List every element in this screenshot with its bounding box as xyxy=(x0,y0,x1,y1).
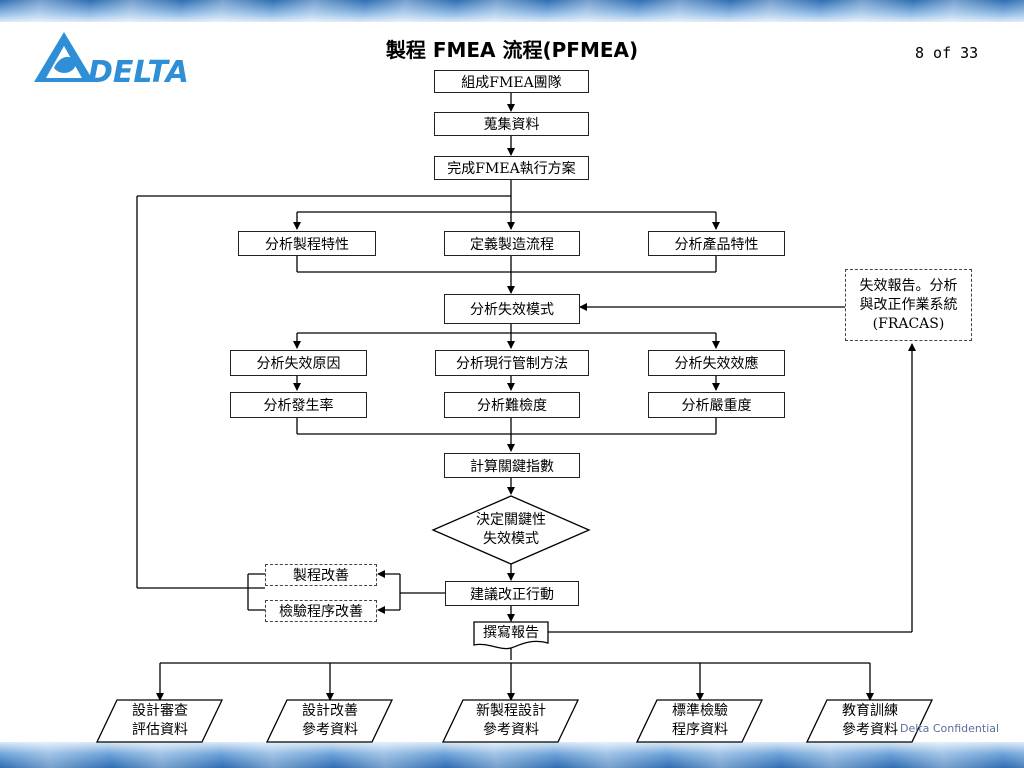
output-shape-5 xyxy=(805,699,934,743)
output-shape-2 xyxy=(265,699,394,743)
report-label: 撰寫報告 xyxy=(483,625,539,641)
analyze-detection-box: 分析難檢度 xyxy=(444,392,580,418)
decision-diamond xyxy=(431,495,591,565)
confidential-footer: Delta Confidential xyxy=(900,722,1000,735)
fracas-line-1: 失效報告。分析 xyxy=(859,277,958,294)
inspection-improve-box: 檢驗程序改善 xyxy=(265,600,377,622)
decision-line-1: 決定關鍵性 xyxy=(476,512,546,528)
fracas-box: 失效報告。分析 與改正作業系統 (FRACAS) xyxy=(845,269,972,341)
output-label-2: 設計改善 參考資料 xyxy=(280,702,380,740)
output-4-line-2: 程序資料 xyxy=(672,722,728,738)
top-decorative-band xyxy=(0,0,1024,22)
analyze-failure-modes-box: 分析失效模式 xyxy=(444,294,580,324)
process-improve-box: 製程改善 xyxy=(265,564,377,586)
output-5-line-2: 參考資料 xyxy=(842,722,898,738)
plan-box: 完成FMEA執行方案 xyxy=(434,156,589,180)
output-1-line-2: 評估資料 xyxy=(132,722,188,738)
output-2-line-2: 參考資料 xyxy=(302,722,358,738)
analyze-severity-box: 分析嚴重度 xyxy=(648,392,785,418)
analyze-controls-box: 分析現行管制方法 xyxy=(435,350,589,376)
fracas-line-2: 與改正作業系統 xyxy=(859,296,958,313)
output-shape-4 xyxy=(635,699,764,743)
output-label-1: 設計審查 評估資料 xyxy=(110,702,210,740)
page-indicator: 8 of 33 xyxy=(915,44,979,62)
collect-data-box: 蒐集資料 xyxy=(434,112,589,136)
output-shape-3 xyxy=(441,699,580,743)
output-5-line-1: 教育訓練 xyxy=(842,703,898,719)
output-label-4: 標準檢驗 程序資料 xyxy=(650,702,750,740)
page-title: 製程 FMEA 流程(PFMEA) xyxy=(385,38,639,62)
fracas-line-3: (FRACAS) xyxy=(872,315,945,332)
output-2-line-1: 設計改善 xyxy=(302,703,358,719)
output-3-line-1: 新製程設計 xyxy=(476,703,546,719)
define-flow-box: 定義製造流程 xyxy=(444,231,580,256)
svg-text:DELTA: DELTA xyxy=(88,55,189,88)
output-shape-1 xyxy=(95,699,224,743)
output-4-line-1: 標準檢驗 xyxy=(672,703,728,719)
output-label-5: 教育訓練 參考資料 xyxy=(820,702,920,740)
analyze-effects-box: 分析失效效應 xyxy=(648,350,785,376)
report-document-shape xyxy=(473,621,549,650)
analyze-product-box: 分析產品特性 xyxy=(648,231,785,256)
analyze-process-box: 分析製程特性 xyxy=(238,231,376,256)
decision-label: 決定關鍵性 失效模式 xyxy=(461,511,561,549)
analyze-causes-box: 分析失效原因 xyxy=(230,350,367,376)
calc-index-box: 計算關鍵指數 xyxy=(444,453,580,478)
corrective-action-box: 建議改正行動 xyxy=(445,581,579,606)
analyze-occurrence-box: 分析發生率 xyxy=(230,392,367,418)
bottom-decorative-band xyxy=(0,742,1024,768)
delta-logo: DELTA xyxy=(34,32,189,88)
decision-line-2: 失效模式 xyxy=(483,531,539,547)
output-1-line-1: 設計審查 xyxy=(132,703,188,719)
form-team-box: 組成FMEA團隊 xyxy=(434,70,589,93)
output-3-line-2: 參考資料 xyxy=(483,722,539,738)
output-label-3: 新製程設計 參考資料 xyxy=(460,702,562,740)
